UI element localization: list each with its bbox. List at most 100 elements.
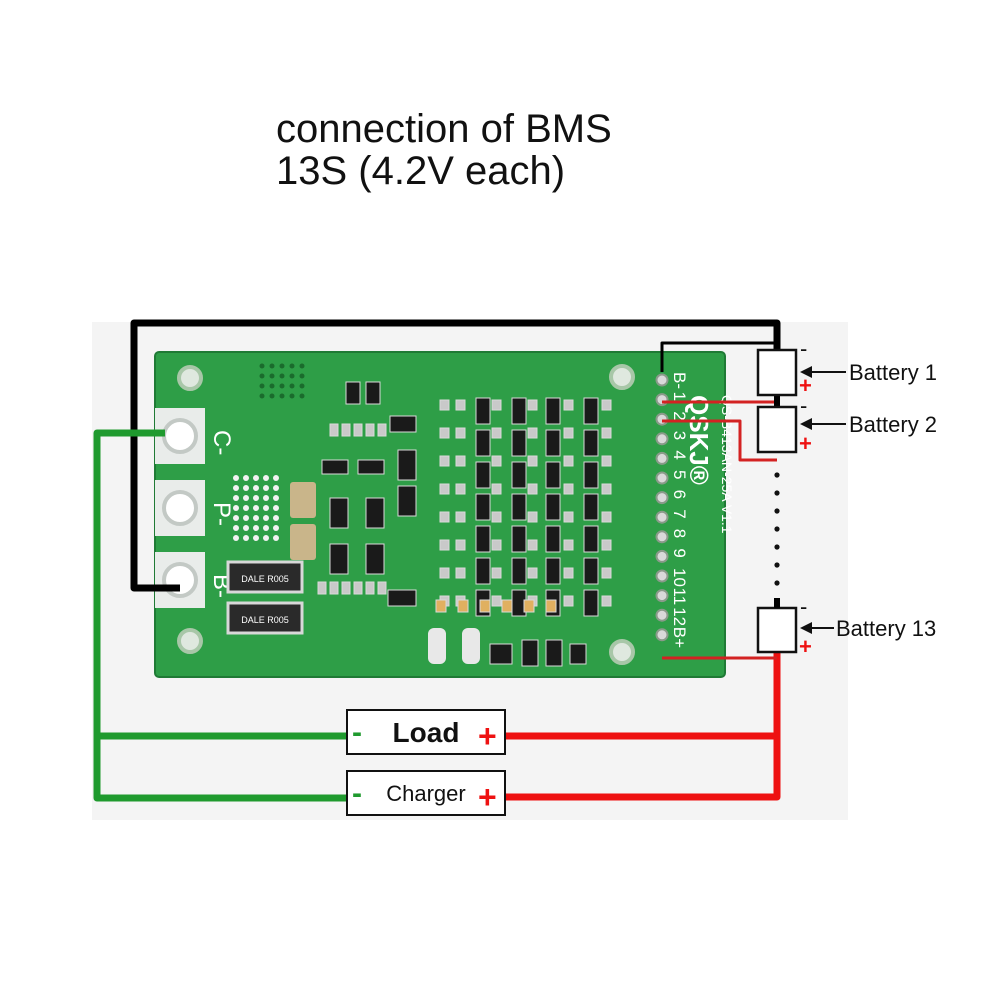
via [299, 393, 305, 399]
balance-pin [655, 510, 669, 524]
smd-chip [329, 543, 349, 575]
smd-chip [563, 539, 574, 551]
smd-chip [511, 525, 527, 553]
balance-pin [655, 569, 669, 583]
charger-neg: - [352, 777, 362, 810]
smd-chip [583, 397, 599, 425]
smd-chip [491, 455, 502, 467]
smd-chip [377, 423, 387, 437]
smd-chip [439, 567, 450, 579]
shunt-resistor-1: DALE R005 [226, 560, 304, 594]
via [273, 535, 279, 541]
ellipsis-dot [774, 544, 780, 550]
smd-chip [501, 599, 513, 613]
via [263, 475, 269, 481]
smd-chip [545, 429, 561, 457]
pin-label: 5 [670, 470, 689, 479]
smd-chip [563, 511, 574, 523]
pin-label: 12 [670, 607, 689, 626]
battery-2-pos: + [799, 431, 812, 456]
smd-chip [353, 581, 363, 595]
via [243, 495, 249, 501]
smd-components [317, 381, 612, 667]
smd-chip [563, 399, 574, 411]
wire-balance-2 [662, 419, 777, 462]
smd-chip [563, 595, 574, 607]
balance-pin [655, 432, 669, 446]
via [299, 383, 305, 389]
smd-chip [439, 455, 450, 467]
smd-chip [527, 483, 538, 495]
arrowhead-icon [800, 418, 812, 430]
smd-chip [583, 557, 599, 585]
smd-chip [527, 427, 538, 439]
via [253, 515, 259, 521]
smd-chip [511, 493, 527, 521]
via [243, 535, 249, 541]
battery-13-pos: + [799, 634, 812, 659]
via [243, 515, 249, 521]
wire-red-main [503, 652, 781, 801]
via [233, 525, 239, 531]
smd-chip [439, 511, 450, 523]
smd-chip [479, 599, 491, 613]
smd-chip [601, 539, 612, 551]
smd-chip [601, 595, 612, 607]
pin-label: 1 [670, 392, 689, 401]
pin-label: 6 [670, 490, 689, 499]
smd-chip [321, 459, 349, 475]
smd-chip [601, 427, 612, 439]
pin-label: 3 [670, 431, 689, 440]
smd-chip [439, 399, 450, 411]
via [233, 475, 239, 481]
pin-label: B+ [670, 627, 689, 648]
smd-chip [527, 511, 538, 523]
smd-chip [545, 461, 561, 489]
smd-chip [475, 557, 491, 585]
battery-13-neg: - [800, 594, 807, 619]
ellipsis-dot [774, 490, 780, 496]
via [273, 495, 279, 501]
smd-chip [563, 567, 574, 579]
smd-chip [365, 381, 381, 405]
charger-label: Charger [386, 781, 465, 806]
smd-chip [527, 567, 538, 579]
via [263, 495, 269, 501]
diagram-title: connection of BMS 13S (4.2V each) [276, 108, 612, 192]
battery-13-label: Battery 13 [836, 616, 936, 641]
balance-pin [655, 628, 669, 642]
smd-chip [455, 539, 466, 551]
ellipsis-dot [774, 472, 780, 478]
ellipsis-dot [774, 580, 780, 586]
pin-label: 10 [670, 568, 689, 587]
title-line-2: 13S (4.2V each) [276, 149, 566, 193]
smd-chip [475, 493, 491, 521]
smd-chip [511, 461, 527, 489]
smd-chip [475, 397, 491, 425]
via [269, 383, 275, 389]
pin-label: 7 [670, 509, 689, 518]
via [233, 485, 239, 491]
balance-pin [655, 608, 669, 622]
via [243, 525, 249, 531]
ellipsis-dot [774, 562, 780, 568]
via [243, 505, 249, 511]
via [289, 393, 295, 399]
bms-board: C- P- B- DALE R005 DALE R005 QSKJ® QS-B4… [154, 351, 735, 678]
smd-chip [455, 511, 466, 523]
smd-chip [387, 589, 417, 607]
smd-chip [545, 397, 561, 425]
balance-pin [655, 471, 669, 485]
via [263, 535, 269, 541]
smd-chip [317, 581, 327, 595]
pin-label: 4 [670, 450, 689, 459]
via [289, 373, 295, 379]
via [279, 383, 285, 389]
pad-b [155, 552, 205, 608]
battery-1-pos: + [799, 373, 812, 398]
via [233, 515, 239, 521]
smd-chip [583, 589, 599, 617]
smd-chip [439, 539, 450, 551]
smd-chip [377, 581, 387, 595]
